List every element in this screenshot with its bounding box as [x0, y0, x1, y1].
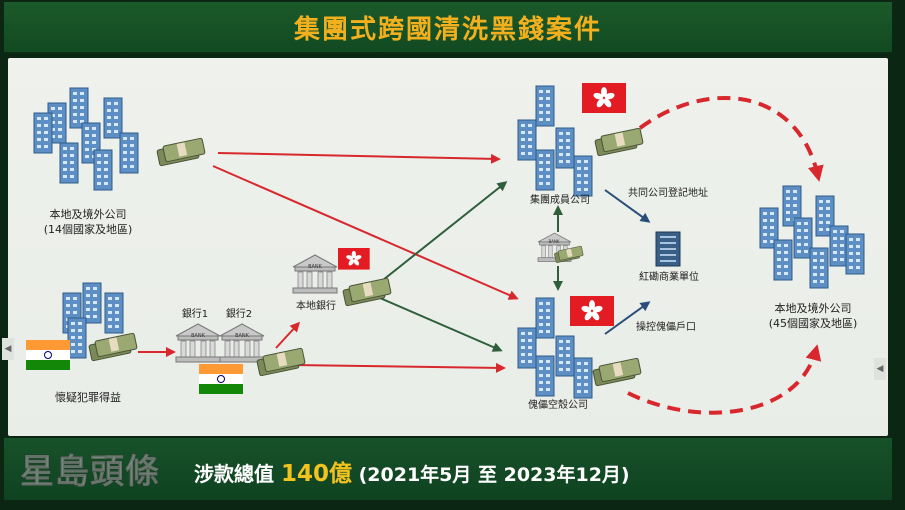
local-bank-icon: BANK	[292, 254, 338, 294]
dashed-red-curves	[627, 96, 824, 415]
destination-line2: (45個國家及地區)	[769, 316, 858, 330]
news-watermark: 星島頭條	[20, 452, 160, 493]
destination-buildings-icon	[759, 185, 865, 289]
svg-text:BANK: BANK	[235, 333, 250, 339]
bank2-icon: BANK	[219, 323, 265, 363]
buildings-cluster-top-left-icon	[33, 87, 139, 191]
local-bank-label: 本地銀行	[296, 299, 336, 312]
total-amount: 140億	[280, 461, 352, 487]
hk-flag-icon	[338, 248, 370, 270]
blue-arrows	[604, 189, 651, 335]
svg-text:BANK: BANK	[548, 239, 559, 244]
svg-text:BANK: BANK	[191, 333, 206, 339]
local-overseas-top-line1: 本地及境外公司	[50, 207, 127, 221]
bank1-icon: BANK	[175, 323, 221, 363]
india-flag-icon	[25, 339, 71, 371]
cash-bundle-icon	[592, 357, 642, 387]
nav-right-icon[interactable]: ◀	[874, 358, 886, 380]
shared-address-label: 共同公司登記地址	[628, 186, 708, 199]
total-period: (2021年5月 至 2023年12月)	[351, 464, 630, 486]
cash-bundle-icon	[342, 277, 392, 307]
manipulate-accounts-label: 操控傀儡戶口	[636, 320, 696, 333]
nav-left-icon[interactable]: ◀	[2, 338, 14, 360]
destination-line1: 本地及境外公司	[775, 301, 852, 315]
bank1-label: 銀行1	[182, 307, 208, 320]
svg-text:BANK: BANK	[308, 264, 323, 270]
group-member-buildings-icon	[517, 85, 593, 197]
flow-diagram: 本地及境外公司 (14個國家及地區) 懷疑犯罪得益 銀行1 銀行2 BANK B…	[25, 83, 865, 415]
middle-bank-icon: BANK	[537, 232, 572, 262]
green-arrows	[379, 181, 563, 352]
page-title: 集團式跨國清洗黑錢案件	[293, 14, 602, 45]
cash-bundle-icon	[594, 127, 644, 157]
bank2-label: 銀行2	[226, 307, 252, 320]
cash-bundle-icon	[88, 332, 138, 362]
total-amount-caption: 涉款總值 140億 (2021年5月 至 2023年12月)	[194, 454, 630, 488]
cash-bundle-icon	[156, 137, 206, 167]
red-arrows	[138, 152, 519, 373]
office-building-icon	[655, 231, 681, 267]
total-prefix: 涉款總值	[194, 462, 281, 486]
local-overseas-top-line2: (14個國家及地區)	[44, 222, 133, 236]
cash-bundle-icon	[256, 347, 306, 377]
crime-proceeds-label: 懷疑犯罪得益	[55, 390, 121, 404]
hunghom-unit-label: 紅磡商業單位	[639, 270, 699, 283]
footer-bar: 涉款總值 140億 (2021年5月 至 2023年12月)	[4, 438, 892, 500]
hk-flag-icon	[582, 83, 626, 113]
hk-flag-icon	[570, 296, 614, 326]
india-flag-icon	[198, 363, 244, 395]
title-bar: 集團式跨國清洗黑錢案件	[4, 2, 892, 54]
diagram-stage: 本地及境外公司 (14個國家及地區) 懷疑犯罪得益 銀行1 銀行2 BANK B…	[8, 58, 888, 436]
shell-company-label: 傀儡空殼公司	[528, 398, 588, 411]
group-member-label: 集團成員公司	[530, 193, 590, 206]
